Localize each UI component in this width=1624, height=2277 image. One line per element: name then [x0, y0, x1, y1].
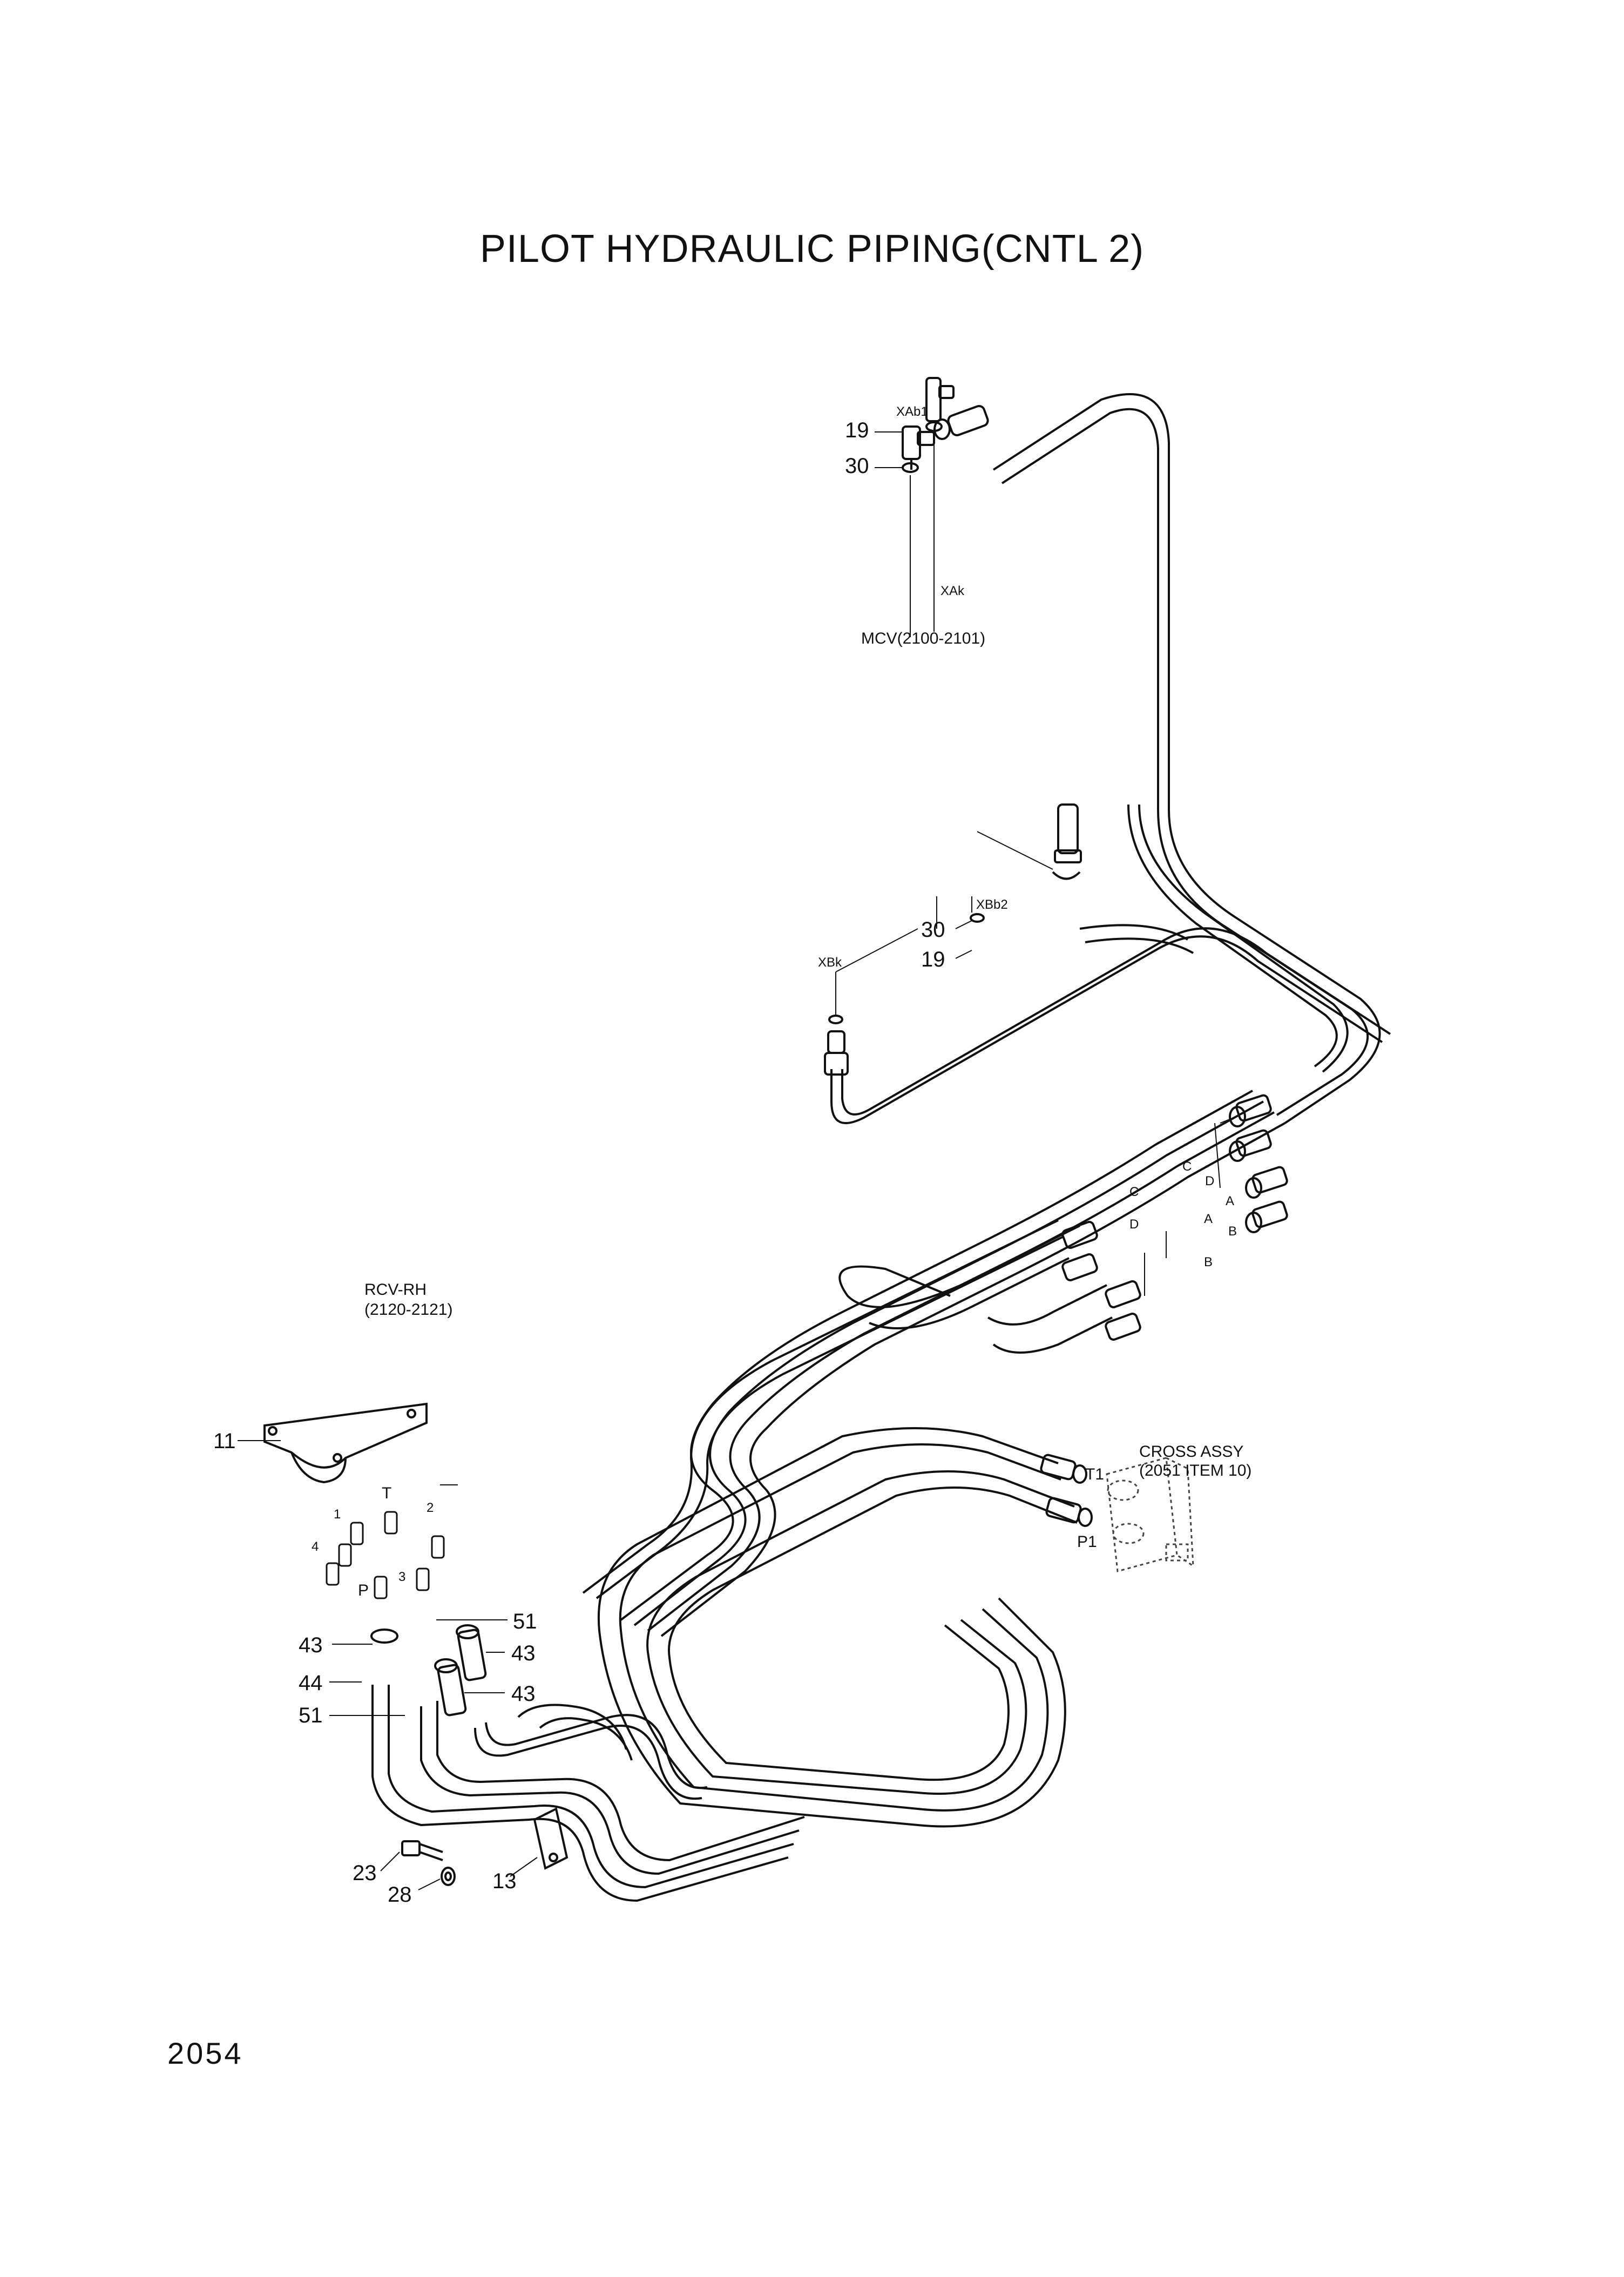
- rcv-port-1: 1: [334, 1507, 341, 1522]
- part-number-30-top: 30: [845, 454, 869, 478]
- part-number-43-right-lower: 43: [511, 1682, 536, 1706]
- clamp-13: [533, 1807, 569, 1870]
- rcv-mounting-plate: [263, 1402, 428, 1484]
- cross-assy-reference-line2: (2051 ITEM 10): [1139, 1462, 1251, 1479]
- t1-p1-fittings: [1040, 1454, 1093, 1527]
- xb-leader-lines: [835, 831, 1053, 1015]
- xak-tee-fitting: [925, 377, 955, 432]
- port-label-d-right: D: [1205, 1174, 1214, 1188]
- rcv-port-4: 4: [312, 1539, 319, 1554]
- washer-28: [441, 1867, 456, 1886]
- part-number-19-mid: 19: [921, 948, 945, 971]
- mcv-reference: MCV(2100-2101): [861, 630, 985, 647]
- cdab-leader-lines: [1144, 1116, 1237, 1296]
- port-label-a-right: A: [1226, 1194, 1234, 1208]
- port-label-t1: T1: [1085, 1465, 1104, 1483]
- cdab-hose-ends-right: [1229, 1094, 1288, 1233]
- port-label-xak: XAk: [940, 584, 965, 598]
- port-label-p1: P1: [1077, 1533, 1097, 1551]
- part-number-43-right-upper: 43: [511, 1641, 536, 1665]
- rcv-reference-line1: RCV-RH: [364, 1281, 427, 1299]
- page-number: 2054: [167, 2036, 243, 2070]
- port-label-xab1: XAb1: [896, 404, 928, 419]
- part-number-28: 28: [388, 1883, 412, 1907]
- rcv-port-t: T: [382, 1484, 391, 1502]
- port-label-a-left: A: [1204, 1212, 1213, 1226]
- cross-assy-reference-line1: CROSS ASSY: [1139, 1443, 1243, 1461]
- cross-assy-lines: [597, 1427, 1078, 1828]
- rcv-port-3: 3: [398, 1570, 405, 1584]
- part-number-23: 23: [353, 1861, 377, 1885]
- mcv-leader-lines: [875, 431, 935, 637]
- port-label-xbb2: XBb2: [976, 897, 1008, 912]
- xbb2-o-ring: [970, 913, 985, 923]
- part-number-51-right: 51: [513, 1610, 537, 1633]
- part-number-43-left: 43: [299, 1633, 323, 1657]
- bolt-23: [401, 1840, 443, 1861]
- part-number-51-left: 51: [299, 1704, 323, 1727]
- port-label-xbk: XBk: [818, 955, 842, 970]
- xbk-fitting: [824, 1015, 849, 1076]
- port-label-b-left: B: [1204, 1255, 1213, 1269]
- lower-leader-lines: [380, 1852, 538, 1890]
- pilot-hose-bundle: [582, 1090, 1285, 1637]
- cross-assy-block: [1106, 1457, 1194, 1572]
- rcv-leader-lines: [238, 1440, 508, 1716]
- xb-upper-fitting: [1052, 803, 1082, 880]
- page-title: PILOT HYDRAULIC PIPING(CNTL 2): [479, 227, 1145, 271]
- cdab-hose-ends-left: [1061, 1221, 1141, 1341]
- part-number-44: 44: [299, 1671, 323, 1695]
- part-number-13: 13: [492, 1869, 517, 1893]
- rcv-fitting-43-51: [370, 1624, 487, 1717]
- xab1-hose-end: [933, 404, 989, 440]
- xb-pipe-loop: [830, 924, 1391, 1124]
- rcv-port-fittings: [326, 1511, 445, 1599]
- rcv-port-2: 2: [427, 1501, 434, 1515]
- part-number-30-mid: 30: [921, 918, 945, 942]
- part-number-11: 11: [213, 1429, 236, 1453]
- rcv-lower-pipes: [371, 1685, 805, 1902]
- rcv-reference-line2: (2120-2121): [364, 1301, 452, 1319]
- port-label-c-left: C: [1129, 1185, 1139, 1199]
- port-label-b-right: B: [1228, 1224, 1237, 1239]
- port-label-d-left: D: [1129, 1217, 1139, 1232]
- rcv-port-p: P: [358, 1582, 369, 1599]
- part-number-19-top: 19: [845, 418, 869, 442]
- port-label-c-right: C: [1182, 1159, 1192, 1174]
- mcv-return-pipe: [992, 393, 1381, 1124]
